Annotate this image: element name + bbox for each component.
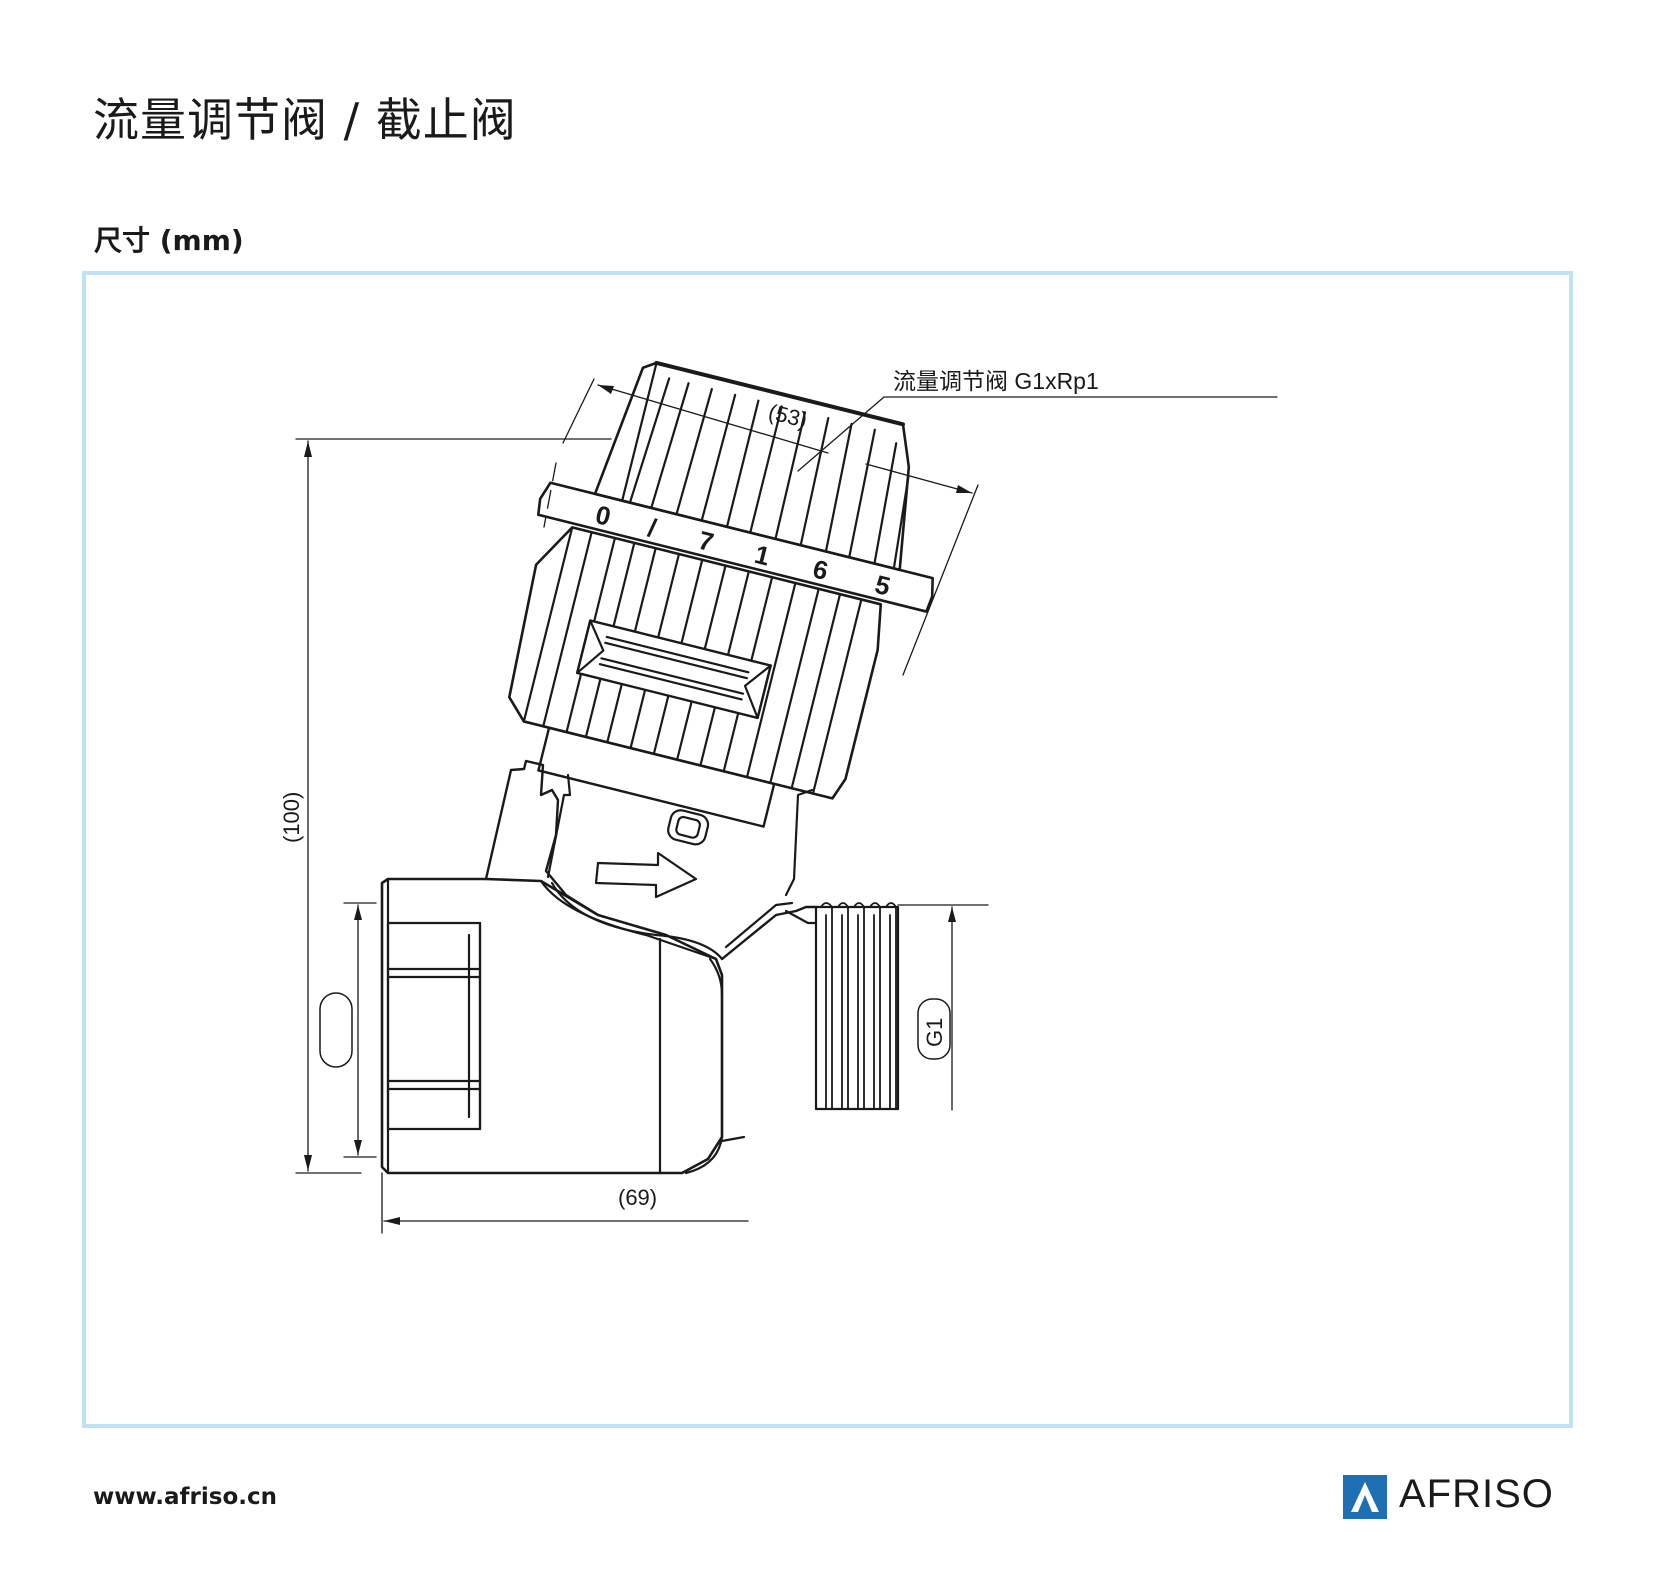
dial-number: 1	[752, 539, 773, 572]
brand-name: AFRISO	[1399, 1472, 1554, 1516]
dimension-53	[543, 378, 979, 676]
dial-number: /	[645, 512, 659, 543]
callout-label: 流量调节阀 G1xRp1	[893, 368, 1099, 394]
dial-number: 5	[872, 569, 893, 602]
footer-url[interactable]: www.afriso.cn	[93, 1484, 277, 1510]
dimension-69	[381, 1172, 749, 1234]
g1-label: G1	[922, 1018, 947, 1047]
dial-scale: 0 / 7 1 6 5	[593, 499, 894, 601]
dimension-g1	[897, 904, 989, 1111]
afriso-logo-icon	[1343, 1475, 1387, 1519]
technical-drawing-frame: (53) 流量调节阀 G1xRp1 (100)	[82, 271, 1573, 1428]
dial-number: 6	[810, 553, 831, 586]
dial-number: 7	[695, 525, 716, 558]
section-title: 尺寸 (mm)	[94, 224, 244, 257]
dim-69-label: (69)	[618, 1185, 657, 1210]
dial-number: 0	[593, 499, 614, 532]
valve-body	[380, 759, 818, 1175]
valve-drawing: (53) 流量调节阀 G1xRp1 (100)	[279, 360, 1278, 1234]
page-title: 流量调节阀 / 截止阀	[93, 93, 517, 147]
dimension-100	[295, 438, 612, 1174]
callout-leader	[797, 396, 1278, 472]
dimension-bore	[319, 902, 377, 1158]
flow-arrow-icon	[594, 851, 698, 899]
outlet-thread	[814, 902, 900, 1111]
valve-bonnet	[507, 360, 934, 846]
dim-100-label: (100)	[279, 792, 304, 843]
